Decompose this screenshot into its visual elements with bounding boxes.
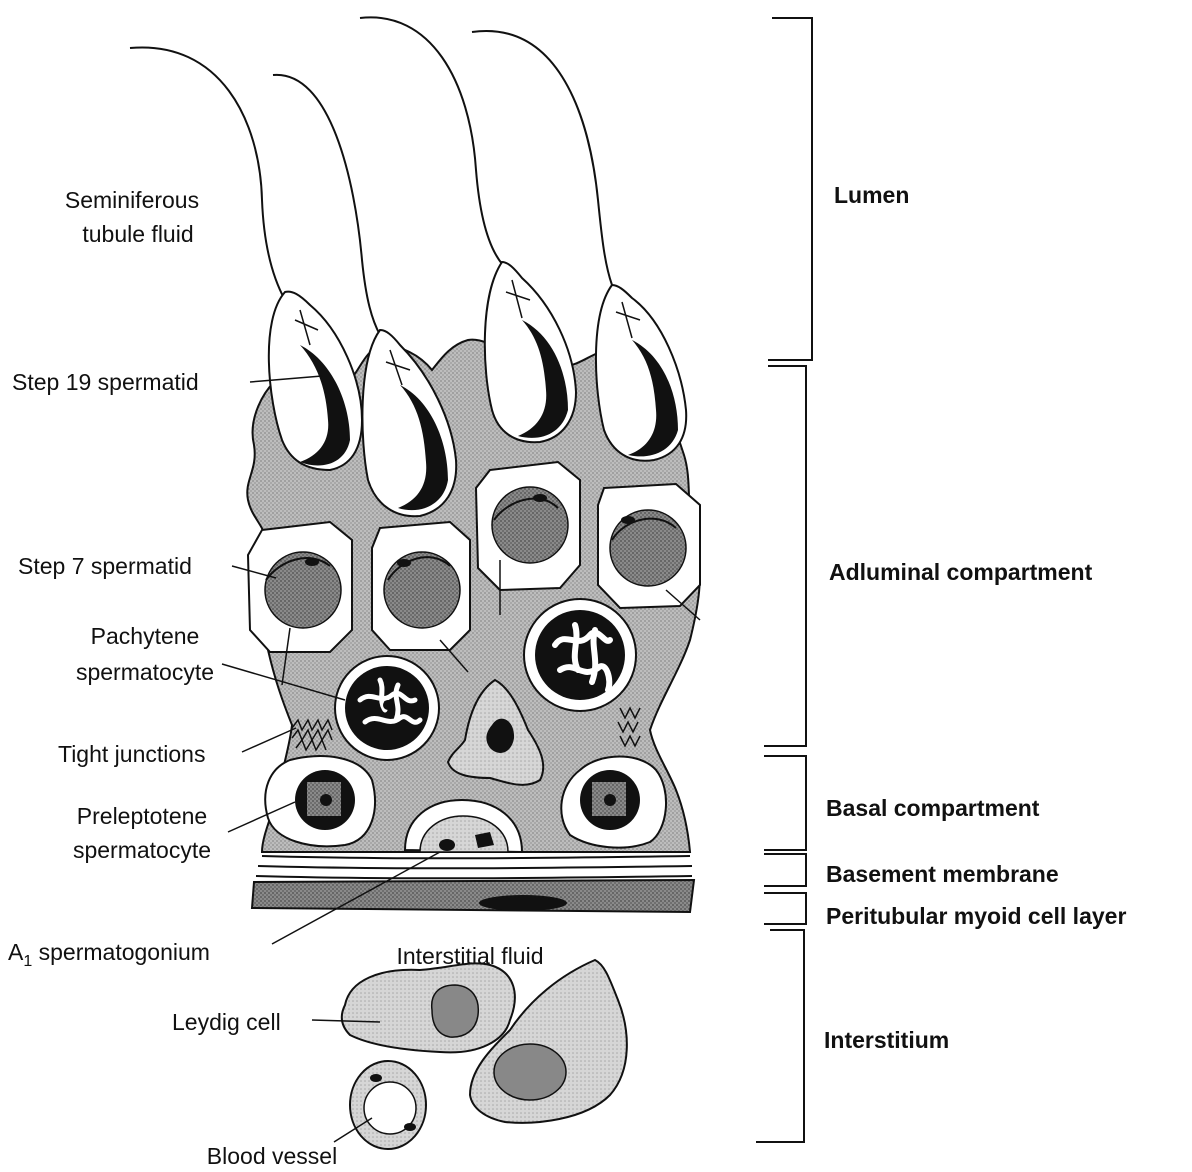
region-label-lumen: Lumen — [834, 182, 909, 208]
label-step7-spermatid: Step 7 spermatid — [18, 553, 192, 579]
label-interstitial-fluid: Interstitial fluid — [396, 943, 543, 969]
label-preleptotene-2: spermatocyte — [73, 837, 211, 863]
region-label-basement: Basement membrane — [826, 861, 1059, 887]
spermatid-head-1 — [269, 292, 362, 470]
label-preleptotene-1: Preleptotene — [77, 803, 207, 829]
myoid-cell-nucleus — [479, 895, 567, 911]
basement-membrane — [256, 856, 692, 878]
bracket-lumen — [768, 18, 812, 360]
bracket-basal — [764, 756, 806, 850]
bracket-basement — [764, 854, 806, 886]
pachytene-spermatocyte-1 — [335, 656, 439, 760]
region-label-basal: Basal compartment — [826, 795, 1040, 821]
pachytene-spermatocyte-2 — [524, 599, 636, 711]
preleptotene-spermatocyte-1 — [265, 756, 375, 846]
bracket-adluminal — [764, 366, 806, 746]
peritubular-myoid-layer — [252, 880, 694, 912]
bracket-peritubular — [764, 893, 806, 924]
right-labels: Lumen Adluminal compartment Basal compar… — [824, 182, 1126, 1053]
label-tight-junctions: Tight junctions — [58, 741, 205, 767]
region-brackets — [756, 18, 812, 1142]
label-pachytene-2: spermatocyte — [76, 659, 214, 685]
region-label-interstitium: Interstitium — [824, 1027, 949, 1053]
label-leydig-cell: Leydig cell — [172, 1009, 281, 1035]
step19-spermatids — [130, 17, 612, 335]
spermatid-head-4 — [596, 285, 686, 461]
spermatid-head-3 — [485, 262, 576, 442]
bracket-interstitium — [756, 930, 804, 1142]
label-step19-spermatid: Step 19 spermatid — [12, 369, 199, 395]
label-seminiferous-fluid-1: Seminiferous — [65, 187, 199, 213]
leydig-cell-1 — [342, 963, 515, 1052]
label-pachytene-1: Pachytene — [91, 623, 200, 649]
label-blood-vessel: Blood vessel — [207, 1143, 337, 1169]
label-seminiferous-fluid-2: tubule fluid — [82, 221, 193, 247]
step7-spermatid-4 — [598, 484, 700, 620]
region-label-adluminal: Adluminal compartment — [829, 559, 1093, 585]
blood-vessel — [350, 1061, 426, 1149]
label-a1-spermatogonium: A1 spermatogonium — [8, 939, 210, 970]
region-label-peritubular: Peritubular myoid cell layer — [826, 903, 1126, 929]
